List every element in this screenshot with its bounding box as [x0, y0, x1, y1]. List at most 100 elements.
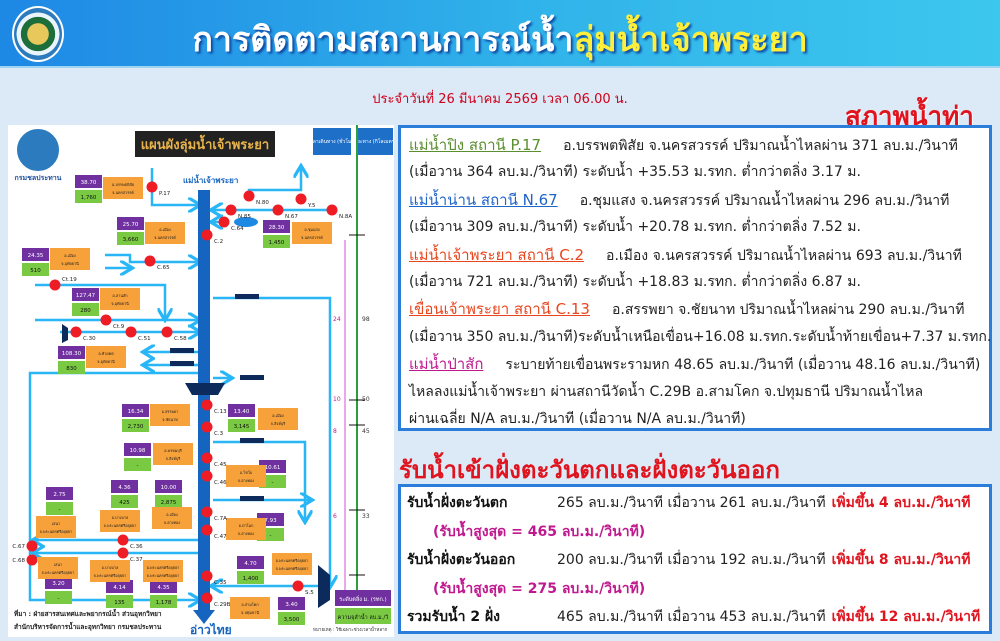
distance-scale-label: 50	[362, 396, 370, 403]
legend-time-box	[313, 128, 351, 155]
station-label: C.45	[214, 462, 227, 468]
station-label: C.64	[231, 226, 244, 232]
row-label: รับน้ำฝั่งตะวันออก	[407, 552, 516, 568]
place-label: จ.พระนครศรีอยุธยา	[147, 573, 180, 579]
capacity-value: -	[272, 480, 274, 486]
capacity-box	[155, 495, 182, 508]
station-link-n67[interactable]: แม่น้ำน่าน สถานี N.67	[409, 190, 558, 209]
place-box	[258, 408, 298, 430]
capacity-value: 2,875	[161, 500, 177, 506]
station-label: C.58	[174, 336, 187, 342]
station-marker	[70, 326, 82, 338]
place-label: อ.สามโคก	[241, 602, 258, 607]
place-label: จ.อ่างทอง	[238, 478, 254, 483]
station-detail: ผ่านเฉลี่ย N/A ลบ.ม./วินาที (เมื่อวาน N/…	[409, 410, 746, 427]
place-label: เสนา	[54, 562, 62, 567]
level-value: 4.36	[118, 485, 131, 491]
capacity-value: -	[270, 533, 272, 539]
station-marker	[201, 470, 213, 482]
station-label: C.46	[214, 480, 227, 486]
level-box	[122, 404, 149, 417]
row-label: รวมรับน้ำ 2 ฝั่ง	[407, 609, 500, 625]
level-value: 4.70	[244, 561, 257, 567]
place-label: จ.พระนครศรีอยุธยา	[94, 573, 127, 579]
station-link-pasak[interactable]: แม่น้ำป่าสัก	[409, 355, 484, 374]
station-label: C.37	[130, 557, 143, 563]
bueng-boraphet-lake	[234, 217, 258, 227]
place-label: อ.เมือง	[272, 413, 284, 418]
station-marker	[243, 190, 255, 202]
station-label: C.51	[138, 336, 151, 342]
station-marker	[201, 229, 213, 241]
capacity-value: 510	[30, 268, 41, 274]
level-value: 28.30	[269, 225, 285, 231]
map-title: แผนผังลุ่มน้ำเจ้าพระยา	[141, 134, 269, 153]
row-change: เพิ่มขึ้น 12 ลบ.ม./วินาที	[831, 609, 981, 625]
station-marker	[326, 204, 338, 216]
station-marker	[295, 193, 307, 205]
level-value: 7.93	[264, 518, 277, 524]
capacity-box	[58, 361, 85, 374]
station-detail: (เมื่อวาน 309 ลบ.ม./วินาที) ระดับน้ำ +20…	[409, 219, 861, 236]
station-marker	[272, 204, 284, 216]
station-label: C.68	[12, 558, 25, 564]
capacity-value: 280	[80, 308, 91, 314]
distance-scale-label: 33	[362, 513, 370, 520]
station-marker	[201, 399, 213, 411]
tributary-line	[105, 253, 198, 262]
place-label: อ.ป่าโมก	[239, 523, 254, 528]
place-label: อ.บางบาล	[112, 515, 129, 520]
tributary-line	[35, 283, 165, 318]
level-value: 4.14	[113, 585, 126, 591]
title-highlight: ลุ่มน้ำเจ้าพระยา	[573, 20, 808, 60]
row-label: รับน้ำฝั่งตะวันตก	[407, 495, 508, 511]
capacity-box	[263, 235, 290, 248]
capacity-value: 1,450	[269, 240, 285, 246]
regulator-gate	[170, 348, 194, 353]
place-label: อ.บรรพตพิสัย	[112, 182, 134, 187]
river-mouth-arrow	[193, 610, 215, 624]
station-marker	[218, 216, 230, 228]
capacity-box	[117, 232, 144, 245]
row-max: (รับน้ำสูงสุด = 465 ลบ.ม./วินาที)	[433, 523, 646, 540]
place-box	[152, 507, 192, 529]
station-detail: ไหลลงแม่น้ำเจ้าพระยา ผ่านสถานีวัดน้ำ C.2…	[409, 383, 924, 400]
station-link-c2[interactable]: แม่น้ำเจ้าพระยา สถานี C.2	[409, 245, 585, 264]
map-source: สำนักบริหารจัดการน้ำและอุทกวิทยา กรมชลปร…	[14, 621, 162, 631]
distance-scale-label: 98	[362, 316, 370, 323]
place-box	[100, 510, 140, 532]
regulator-gate	[240, 496, 264, 501]
place-label: อ.เมือง	[159, 227, 171, 232]
level-box	[22, 248, 49, 261]
page-header: การติดตามสถานการณ์น้ำลุ่มน้ำเจ้าพระยา	[0, 0, 1000, 68]
station-link-c13[interactable]: เขื่อนเจ้าพระยา สถานี C.13	[409, 300, 590, 319]
station-label: C.29B	[214, 602, 231, 608]
level-box	[117, 217, 144, 230]
row-value: 465 ลบ.ม./วินาที เมื่อวาน 453 ลบ.ม./วินา…	[557, 609, 826, 625]
place-label: จ.สิงห์บุรี	[166, 456, 181, 462]
station-label: Ct.9	[113, 324, 125, 330]
section-intake-title: รับน้ำเข้าฝั่งตะวันตกและฝั่งตะวันออก	[399, 456, 780, 484]
station-marker	[201, 592, 213, 604]
place-box	[272, 553, 312, 575]
capacity-value: 830	[66, 366, 77, 372]
intake-row-total: รวมรับน้ำ 2 ฝั่ง 465 ลบ.ม./วินาที เมื่อวา…	[407, 603, 983, 632]
station-link-p17[interactable]: แม่น้ำปิง สถานี P.17	[409, 136, 542, 154]
rid-logo	[12, 6, 64, 62]
place-box	[36, 516, 76, 538]
place-label: จ.พระนครศรีอยุธยา	[40, 529, 73, 535]
time-scale-label: 10	[333, 396, 341, 403]
station-label: N.85	[238, 214, 251, 220]
place-box	[143, 560, 183, 582]
capacity-value: 2,730	[128, 424, 144, 430]
capacity-box	[45, 591, 72, 604]
station-detail: (เมื่อวาน 350 ลบ.ม./วินาที)ระดับน้ำเหนือ…	[409, 328, 992, 345]
thap-salao-dam	[62, 324, 68, 343]
capacity-value: 3,660	[123, 237, 139, 243]
map-source: ที่มา : ฝ่ายสารสนเทศและพยากรณ์น้ำ ส่วนอุ…	[14, 608, 162, 618]
place-label: อ.ชุมแสง	[304, 227, 319, 233]
level-box	[75, 175, 102, 188]
station-marker	[117, 547, 129, 559]
basin-diagram-svg: แผนผังลุ่มน้ำเจ้าพระยากรมชลประทานแม่น้ำเ…	[12, 125, 394, 637]
